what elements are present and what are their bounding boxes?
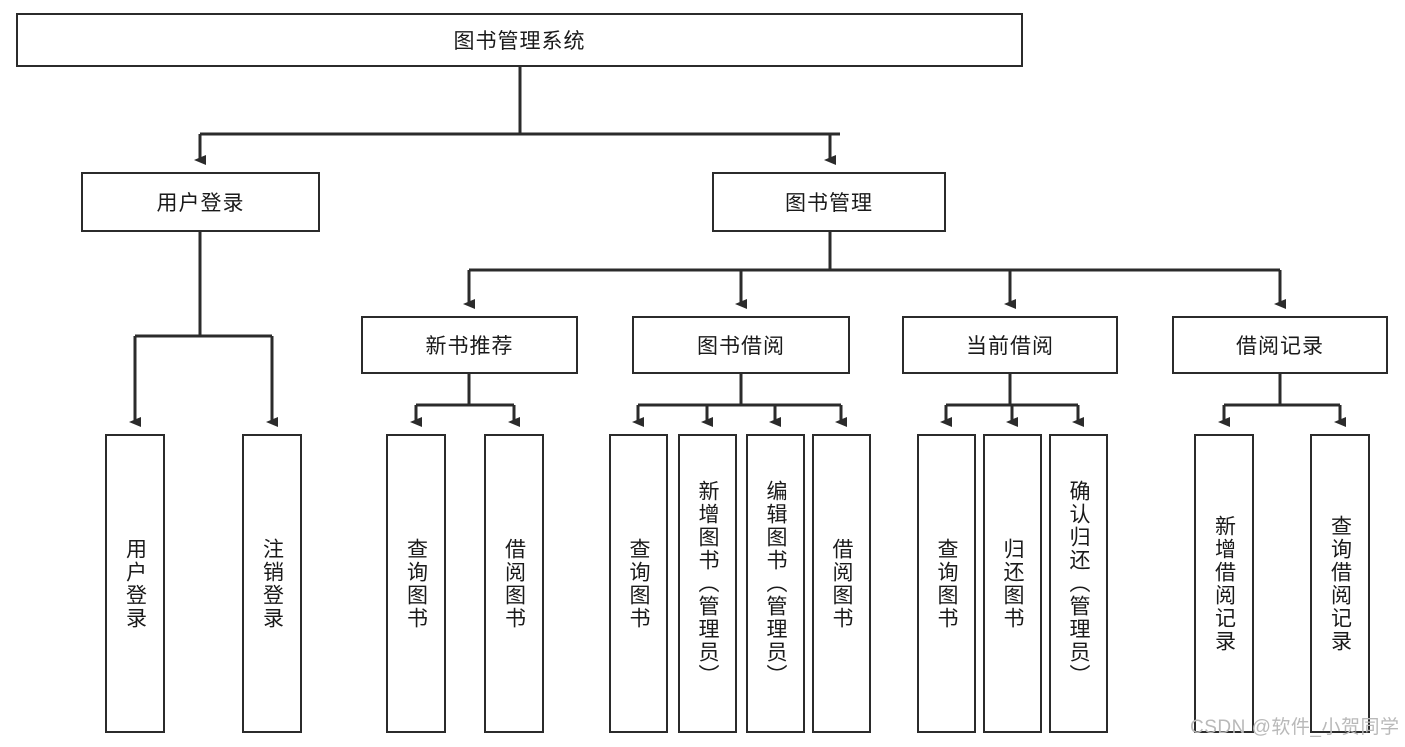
node-root-book-management-system[interactable]: 图书管理系统 [16,13,1023,67]
node-label: 图书借阅 [697,335,785,358]
node-label: 新增借阅记录 [1212,514,1236,653]
leaf-new-book-borrow-book[interactable]: 借阅图书 [484,434,544,733]
node-label: 图书管理 [785,192,873,215]
node-label: 借阅图书 [502,537,526,630]
node-label: 图书管理系统 [453,30,586,53]
node-label: 查询图书 [404,537,428,630]
node-label: 查询图书 [935,537,958,630]
leaf-borrow-record-query-record[interactable]: 查询借阅记录 [1310,434,1370,733]
node-label: 归还图书 [1001,537,1024,630]
node-book-borrowing[interactable]: 图书借阅 [632,316,850,374]
node-label: 用户登录 [123,537,147,630]
node-label: 新书推荐 [425,335,514,358]
node-book-management[interactable]: 图书管理 [712,172,946,232]
node-label: 查询借阅记录 [1328,514,1352,653]
node-label: 查询图书 [627,537,650,630]
node-label: 借阅记录 [1236,335,1324,358]
leaf-current-borrow-return-book[interactable]: 归还图书 [983,434,1042,733]
node-current-borrowing[interactable]: 当前借阅 [902,316,1118,374]
node-label: 编辑图书（管理员） [764,480,787,687]
leaf-user-login-logout[interactable]: 注销登录 [242,434,302,733]
leaf-user-login-login[interactable]: 用户登录 [105,434,165,733]
csdn-watermark: CSDN @软件_小贺同学 [1190,717,1400,738]
node-borrowing-record[interactable]: 借阅记录 [1172,316,1388,374]
leaf-current-borrow-query-book[interactable]: 查询图书 [917,434,976,733]
leaf-book-borrow-query-book[interactable]: 查询图书 [609,434,668,733]
node-label: 注销登录 [260,537,284,630]
node-new-book-recommendation[interactable]: 新书推荐 [361,316,578,374]
node-label: 借阅图书 [830,537,853,630]
node-label: 当前借阅 [966,335,1054,358]
leaf-current-borrow-confirm-return-admin[interactable]: 确认归还（管理员） [1049,434,1108,733]
node-label: 用户登录 [156,192,245,215]
leaf-new-book-query-book[interactable]: 查询图书 [386,434,446,733]
node-user-login[interactable]: 用户登录 [81,172,320,232]
leaf-book-borrow-add-book-admin[interactable]: 新增图书（管理员） [678,434,737,733]
leaf-book-borrow-borrow-book[interactable]: 借阅图书 [812,434,871,733]
node-label: 新增图书（管理员） [696,480,719,687]
leaf-book-borrow-edit-book-admin[interactable]: 编辑图书（管理员） [746,434,805,733]
leaf-borrow-record-add-record[interactable]: 新增借阅记录 [1194,434,1254,733]
node-label: 确认归还（管理员） [1067,480,1090,687]
